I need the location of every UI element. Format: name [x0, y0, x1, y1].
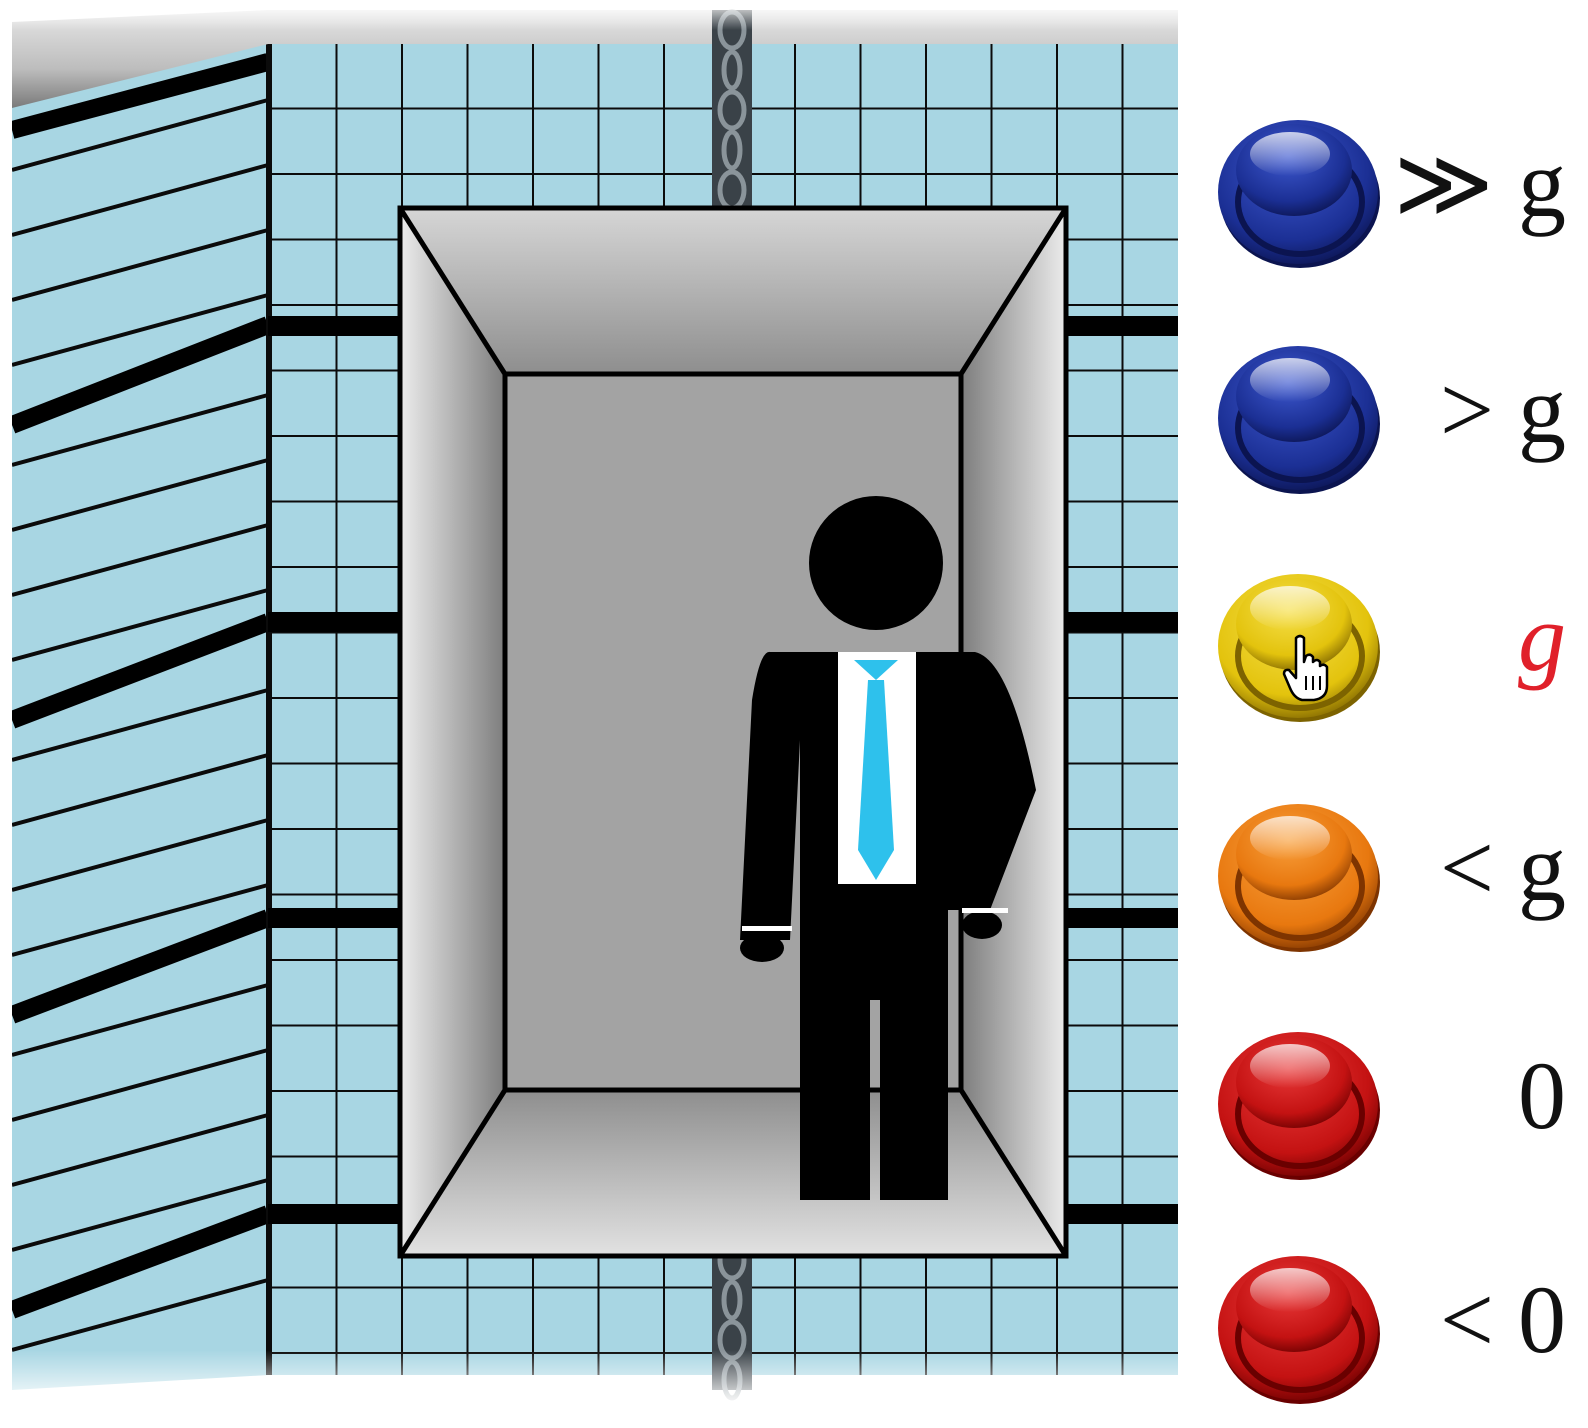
- equal-g-label: g: [1518, 568, 1566, 708]
- greater-g-label: > g: [1440, 340, 1566, 480]
- greater-g-button[interactable]: [1214, 328, 1382, 498]
- elevator-scene: [0, 0, 1200, 1407]
- less-g-button[interactable]: [1214, 786, 1382, 956]
- zero-button[interactable]: [1214, 1014, 1382, 1184]
- shaft-left-wall: [12, 30, 268, 1390]
- much-greater-g-button[interactable]: [1214, 102, 1382, 272]
- button-row-zero: 0: [1200, 1004, 1588, 1204]
- equal-g-button[interactable]: [1214, 556, 1382, 726]
- button-row-less-g: < g: [1200, 776, 1588, 976]
- button-row-less-zero: < 0: [1200, 1228, 1588, 1428]
- zero-label: 0: [1518, 1026, 1566, 1166]
- acceleration-control-panel: ≫ g > g g < g 0 < 0: [1200, 0, 1588, 1407]
- button-row-equal-g: g: [1200, 546, 1588, 746]
- pointer-hand-icon: [1282, 634, 1332, 702]
- less-zero-button[interactable]: [1214, 1238, 1382, 1408]
- less-g-label: < g: [1440, 798, 1566, 938]
- much-greater-g-label: ≫ g: [1394, 114, 1567, 254]
- less-zero-label: < 0: [1440, 1250, 1566, 1390]
- button-row-greater-g: > g: [1200, 318, 1588, 518]
- button-row-much-greater-g: ≫ g: [1200, 92, 1588, 292]
